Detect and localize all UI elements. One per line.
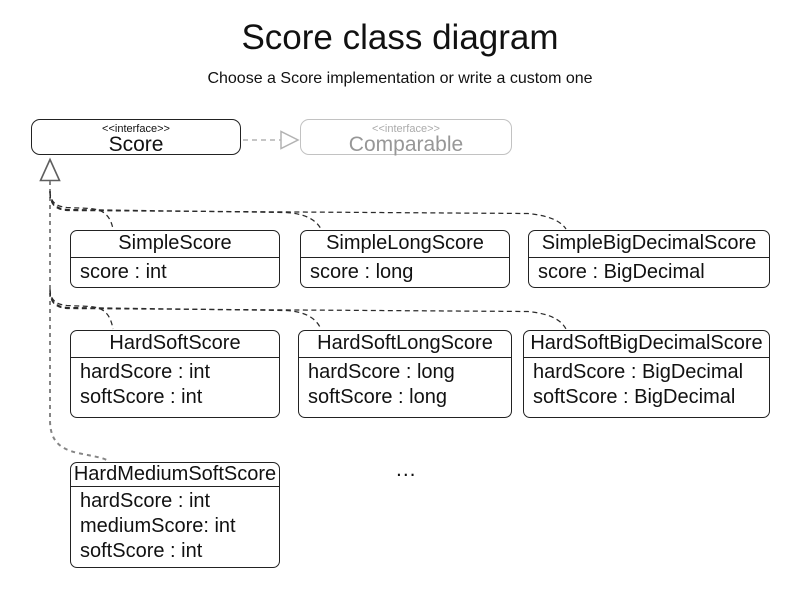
- class-title: SimpleLongScore: [301, 231, 509, 258]
- trunk-connector-hardmediumsoftscore: [49, 181, 110, 463]
- class-attribute: mediumScore: int: [80, 514, 236, 537]
- connector-hardsoftscore: [49, 288, 114, 330]
- interface-box-comparable: <<interface>> Comparable: [300, 119, 512, 155]
- realization-arrowhead-icon: [280, 130, 300, 150]
- comparable-name: Comparable: [348, 133, 464, 156]
- page-title: Score class diagram: [241, 18, 559, 57]
- interface-box-score: <<interface>> Score: [31, 119, 241, 155]
- class-title: HardSoftBigDecimalScore: [524, 331, 769, 358]
- class-box-hardsoftscore: HardSoftScore hardScore : int softScore …: [70, 330, 280, 418]
- class-attribute: hardScore : int: [80, 360, 211, 383]
- class-attribute: hardScore : int: [80, 489, 211, 512]
- class-box-simplebigdecimalscore: SimpleBigDecimalScore score : BigDecimal: [528, 230, 770, 288]
- class-box-hardmediumsoftscore: HardMediumSoftScore hardScore : int medi…: [70, 462, 280, 568]
- class-title: SimpleScore: [71, 231, 279, 258]
- class-attribute: score : BigDecimal: [538, 260, 705, 283]
- score-stereotype: <<interface>>: [102, 123, 170, 135]
- connector-simplescore: [49, 190, 114, 230]
- class-title: SimpleBigDecimalScore: [529, 231, 769, 258]
- class-attribute: score : long: [310, 260, 414, 283]
- connector-simplebigdecimalscore: [49, 192, 567, 230]
- class-box-simplescore: SimpleScore score : int: [70, 230, 280, 288]
- page-subtitle: Choose a Score implementation or write a…: [207, 70, 593, 87]
- class-attribute: hardScore : BigDecimal: [533, 360, 744, 383]
- class-attribute: softScore : BigDecimal: [533, 385, 736, 408]
- class-attribute: softScore : int: [80, 385, 203, 408]
- score-name: Score: [108, 133, 164, 156]
- class-attribute: softScore : int: [80, 539, 203, 562]
- class-title: HardSoftLongScore: [299, 331, 511, 358]
- class-attribute: softScore : long: [308, 385, 447, 408]
- comparable-stereotype: <<interface>>: [372, 123, 440, 135]
- ellipsis-more-implementations: ...: [396, 458, 417, 481]
- connector-hardsoftbigdecimalscore: [49, 290, 567, 330]
- class-attribute: hardScore : long: [308, 360, 455, 383]
- class-title: HardSoftScore: [71, 331, 279, 358]
- generalization-arrowhead-icon: [39, 157, 61, 182]
- class-box-hardsoftbigdecimalscore: HardSoftBigDecimalScore hardScore : BigD…: [523, 330, 770, 418]
- class-box-hardsoftlongscore: HardSoftLongScore hardScore : long softS…: [298, 330, 512, 418]
- class-attribute: score : int: [80, 260, 167, 283]
- class-box-simplelongscore: SimpleLongScore score : long: [300, 230, 510, 288]
- class-title: HardMediumSoftScore: [71, 463, 279, 487]
